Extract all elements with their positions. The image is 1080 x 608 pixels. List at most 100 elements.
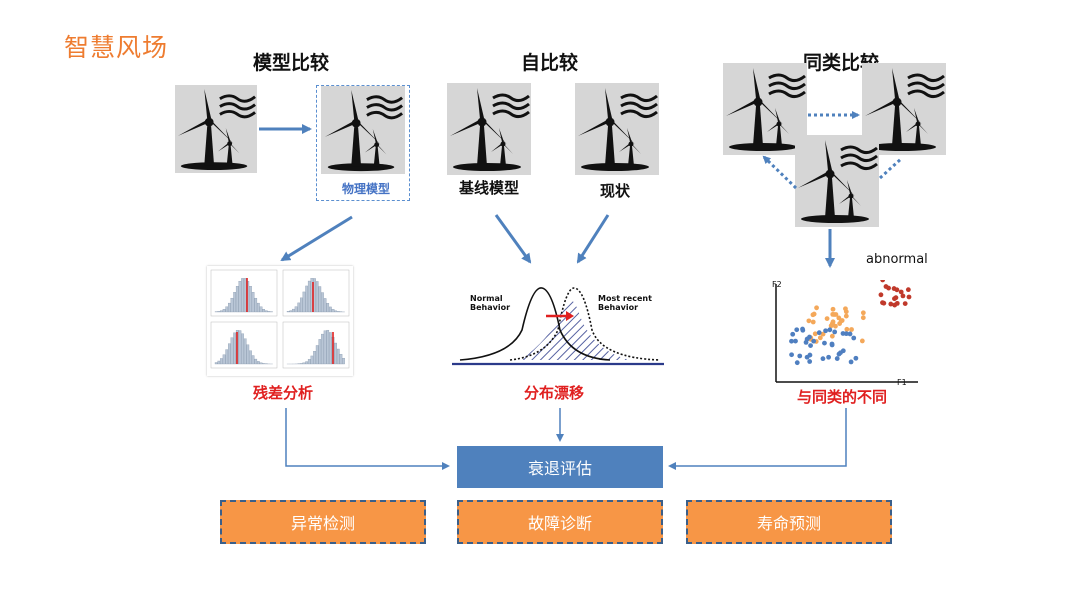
turbine-image-current — [575, 83, 659, 175]
scatter-point — [830, 319, 836, 325]
histogram-bar — [302, 291, 306, 313]
scatter-point — [847, 331, 853, 337]
histogram-bar — [321, 292, 324, 313]
scatter-point — [794, 327, 800, 333]
dotted-arrow-peer-left — [762, 155, 798, 190]
turbine-image-physical — [321, 86, 405, 174]
histogram-bar — [257, 361, 260, 365]
scatter-point — [826, 354, 831, 360]
histogram-bar — [238, 281, 242, 313]
scatter-point — [838, 350, 843, 356]
histogram-bar — [230, 297, 234, 313]
scatter-point — [822, 340, 827, 346]
scatter-point — [888, 301, 894, 307]
physical-model-label: 物理模型 — [342, 182, 391, 196]
scatter-point — [816, 330, 822, 336]
line-peer-to-center — [668, 408, 847, 470]
scatter-point — [789, 352, 794, 358]
histogram-bar — [305, 361, 308, 365]
histogram-bar — [336, 348, 340, 365]
histogram-bar — [254, 358, 258, 365]
scatter-point — [860, 310, 866, 316]
recent-behavior-label-2: Behavior — [598, 303, 639, 312]
histogram-bar — [321, 333, 324, 365]
scatter-point — [830, 306, 836, 312]
histogram-bar — [257, 302, 260, 313]
histogram-bar — [264, 310, 268, 313]
scatter-point — [797, 353, 803, 359]
histogram-bar — [334, 310, 337, 313]
histogram-bar — [217, 360, 221, 365]
scatter-point — [829, 333, 835, 339]
histogram-bar — [310, 355, 314, 365]
fault-diagnosis-box: 故障诊断 — [457, 500, 663, 544]
scatter-point — [832, 329, 838, 335]
histogram-bar — [225, 349, 229, 365]
scatter-point — [843, 313, 849, 319]
histogram-bar — [323, 298, 327, 313]
scatter-point — [878, 292, 884, 298]
scatter-point — [905, 287, 911, 293]
histogram-bar — [300, 297, 303, 313]
scatter-point — [811, 311, 817, 317]
turbine-image-baseline — [447, 83, 531, 175]
axis-f1-label: F1 — [897, 378, 907, 387]
normal-behavior-label-1: Normal — [470, 294, 503, 303]
histogram-bar — [220, 310, 223, 313]
scatter-point — [810, 319, 816, 325]
scatter-point — [898, 289, 904, 295]
histogram-bar — [318, 339, 322, 365]
histogram-bar — [297, 302, 301, 313]
histogram-bar — [294, 306, 298, 313]
histogram-bar — [339, 354, 343, 365]
histogram-bar — [241, 278, 244, 313]
scatter-point — [789, 338, 794, 344]
scatter-point — [794, 360, 800, 366]
scatter-point — [883, 284, 889, 289]
histogram-bar — [228, 302, 231, 313]
scatter-point — [834, 356, 840, 361]
scatter-point — [820, 331, 826, 337]
scatter-point — [831, 312, 837, 317]
histogram-bar — [307, 280, 311, 313]
histogram-bar — [300, 363, 303, 365]
histogram-bar — [222, 354, 226, 365]
histogram-bar — [243, 338, 247, 365]
histogram-bar — [305, 285, 308, 313]
histogram-bar — [251, 292, 255, 313]
scatter-point — [860, 315, 866, 321]
histogram-bar — [286, 311, 290, 313]
histogram-bar — [217, 311, 221, 313]
scatter-point — [804, 336, 810, 342]
distribution-drift-label: 分布漂移 — [524, 384, 585, 402]
scatter-point — [824, 316, 830, 322]
histogram-bar — [336, 311, 340, 313]
scatter-point — [800, 326, 805, 332]
histogram-bar — [262, 309, 265, 313]
section-peer-compare: 同类比较 — [803, 52, 880, 74]
histogram-bar — [289, 310, 293, 313]
histogram-bar — [318, 286, 322, 313]
residual-analysis-label: 残差分析 — [253, 384, 314, 402]
histogram-bar — [292, 308, 295, 313]
axis-f2-label: F2 — [772, 280, 782, 289]
distribution-drift-plot — [452, 287, 664, 366]
histogram-bar — [233, 332, 236, 365]
histogram-bar — [249, 286, 252, 313]
scatter-point — [849, 327, 854, 332]
histogram-bar — [342, 357, 345, 365]
histogram-bar — [329, 306, 332, 313]
dotted-arrow-peer-right — [878, 156, 904, 180]
turbine-image-peer-bottom — [795, 135, 879, 227]
histogram-bar — [225, 306, 229, 313]
histogram-bar — [235, 286, 239, 313]
scatter-point — [859, 338, 865, 344]
histogram-bar — [230, 337, 234, 365]
physical-model-frame: 物理模型 — [316, 85, 410, 201]
scatter-point — [893, 295, 899, 301]
scatter-point — [790, 331, 796, 337]
histogram-bar — [302, 362, 306, 365]
histogram-bar — [323, 330, 327, 365]
histogram-bar — [220, 358, 223, 365]
